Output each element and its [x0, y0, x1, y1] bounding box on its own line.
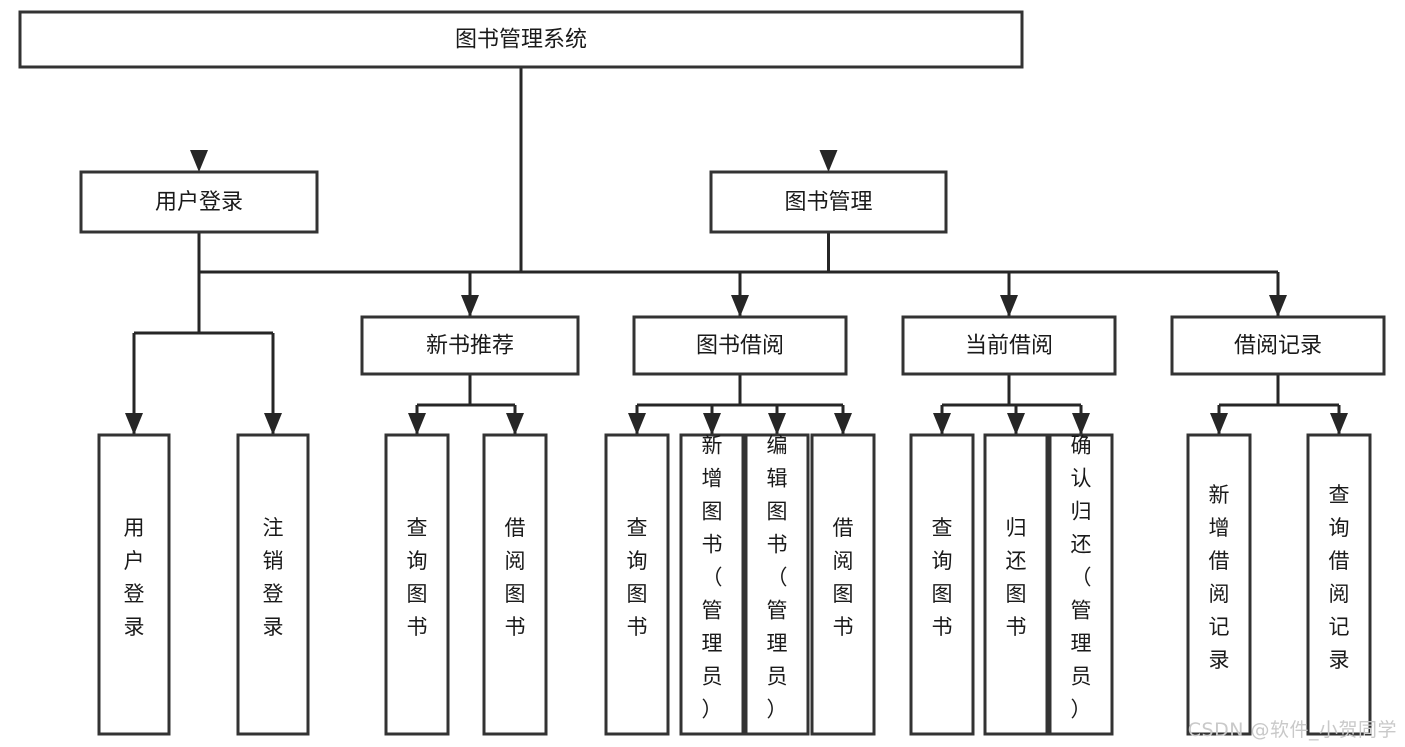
node-box-注销登录 [236, 433, 310, 736]
arrow-head-新增图书管理员 [703, 413, 721, 435]
arrow-head-图书借阅 [731, 295, 749, 317]
node-label-当前借阅: 当前借阅 [965, 334, 1053, 359]
node-box-图书管理系统 [18, 10, 1024, 69]
connector-layer [125, 67, 1348, 435]
node-label-查询图书: 查询图书 [407, 516, 428, 639]
node-label-图书借阅: 图书借阅 [696, 334, 784, 359]
node-label-新增借阅记录: 新增借阅记录 [1209, 483, 1230, 672]
node-编辑图书管理员[interactable]: 编辑图书（管理员） [744, 433, 810, 736]
node-label-新增图书管理员: 新增图书（管理员） [702, 434, 723, 722]
node-查询图书[interactable]: 查询图书 [909, 433, 975, 736]
node-用户登录[interactable]: 用户登录 [97, 433, 171, 736]
node-label-注销登录: 注销登录 [263, 516, 284, 639]
node-box-借阅图书 [810, 433, 876, 736]
arrow-head-查询图书 [408, 413, 426, 435]
arrow-head-借阅图书 [506, 413, 524, 435]
node-label-确认归还管理员: 确认归还（管理员） [1071, 434, 1092, 722]
node-box-新增借阅记录 [1186, 433, 1252, 736]
node-box-查询图书 [604, 433, 670, 736]
node-label-用户登录: 用户登录 [155, 190, 243, 215]
arrow-head-查询借阅记录 [1330, 413, 1348, 435]
node-box-新书推荐 [360, 315, 580, 376]
node-box-图书管理 [709, 170, 948, 234]
node-查询借阅记录[interactable]: 查询借阅记录 [1306, 433, 1372, 736]
node-新增借阅记录[interactable]: 新增借阅记录 [1186, 433, 1252, 736]
node-图书管理[interactable]: 图书管理 [709, 170, 948, 234]
node-查询图书[interactable]: 查询图书 [604, 433, 670, 736]
node-图书管理系统[interactable]: 图书管理系统 [18, 10, 1024, 69]
node-box-借阅记录 [1170, 315, 1386, 376]
node-借阅图书[interactable]: 借阅图书 [810, 433, 876, 736]
arrow-head-借阅记录 [1269, 295, 1287, 317]
node-box-图书借阅 [632, 315, 848, 376]
arrow-head-归还图书 [1007, 413, 1025, 435]
node-label-图书管理系统: 图书管理系统 [455, 28, 587, 53]
node-借阅图书[interactable]: 借阅图书 [482, 433, 548, 736]
node-box-查询图书 [384, 433, 450, 736]
node-box-确认归还管理员 [1048, 433, 1114, 736]
arrow-head-当前借阅 [1000, 295, 1018, 317]
node-借阅记录[interactable]: 借阅记录 [1170, 315, 1386, 376]
node-label-新书推荐: 新书推荐 [426, 334, 514, 359]
node-layer: 图书管理系统用户登录用户登录注销登录图书管理新书推荐查询图书借阅图书图书借阅查询… [18, 10, 1386, 736]
node-新增图书管理员[interactable]: 新增图书（管理员） [679, 433, 745, 736]
arrow-head-新增借阅记录 [1210, 413, 1228, 435]
arrow-head-新书推荐 [461, 295, 479, 317]
arrow-head-查询图书 [933, 413, 951, 435]
node-确认归还管理员[interactable]: 确认归还（管理员） [1048, 433, 1114, 736]
node-label-借阅图书: 借阅图书 [505, 516, 526, 639]
node-box-用户登录 [79, 170, 319, 234]
node-注销登录[interactable]: 注销登录 [236, 433, 310, 736]
arrow-head-借阅图书 [834, 413, 852, 435]
arrow-head-编辑图书管理员 [768, 413, 786, 435]
node-label-归还图书: 归还图书 [1006, 516, 1027, 639]
node-box-用户登录 [97, 433, 171, 736]
arrow-head-用户登录 [190, 150, 208, 172]
node-用户登录[interactable]: 用户登录 [79, 170, 319, 234]
node-label-借阅记录: 借阅记录 [1234, 334, 1322, 359]
node-label-查询图书: 查询图书 [932, 516, 953, 639]
node-label-查询借阅记录: 查询借阅记录 [1329, 483, 1350, 672]
node-label-查询图书: 查询图书 [627, 516, 648, 639]
node-box-编辑图书管理员 [744, 433, 810, 736]
node-label-图书管理: 图书管理 [784, 190, 872, 215]
arrow-head-用户登录 [125, 413, 143, 435]
arrow-head-注销登录 [264, 413, 282, 435]
node-box-借阅图书 [482, 433, 548, 736]
node-box-查询图书 [909, 433, 975, 736]
node-label-用户登录: 用户登录 [124, 516, 145, 639]
node-查询图书[interactable]: 查询图书 [384, 433, 450, 736]
arrow-head-查询图书 [628, 413, 646, 435]
node-box-新增图书管理员 [679, 433, 745, 736]
node-box-当前借阅 [901, 315, 1117, 376]
node-归还图书[interactable]: 归还图书 [983, 433, 1049, 736]
arrow-head-确认归还管理员 [1072, 413, 1090, 435]
node-box-归还图书 [983, 433, 1049, 736]
node-图书借阅[interactable]: 图书借阅 [632, 315, 848, 376]
arrow-head-图书管理 [819, 150, 838, 172]
node-新书推荐[interactable]: 新书推荐 [360, 315, 580, 376]
node-box-查询借阅记录 [1306, 433, 1372, 736]
node-当前借阅[interactable]: 当前借阅 [901, 315, 1117, 376]
node-label-编辑图书管理员: 编辑图书（管理员） [767, 434, 788, 722]
node-label-借阅图书: 借阅图书 [833, 516, 854, 639]
